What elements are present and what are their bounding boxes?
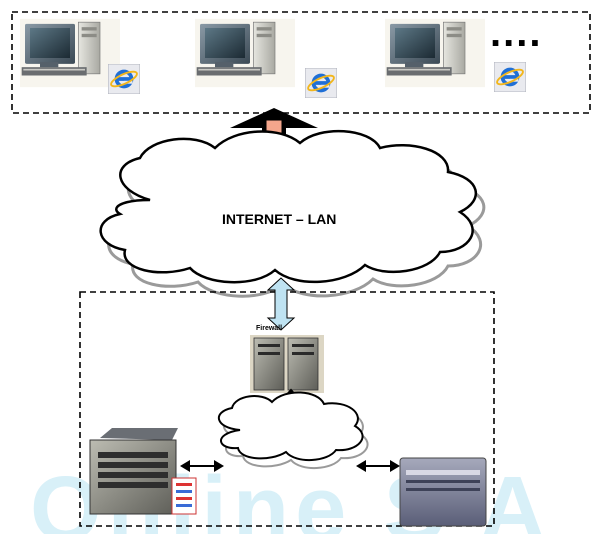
client-pc-1 [20, 18, 120, 88]
firewall-label: Firewall [256, 325, 282, 332]
firewall-server-icon [250, 335, 324, 393]
server-group-border [79, 291, 495, 527]
client-pc-2 [195, 18, 295, 88]
lan-database-double-arrow [356, 460, 400, 472]
inner-lan-cloud [217, 391, 364, 462]
cloud-label: INTERNET – LAN [222, 211, 336, 227]
internet-firewall-double-arrow [266, 277, 296, 331]
script-document-icon [171, 477, 197, 515]
ie-browser-icon [305, 68, 337, 98]
ie-browser-icon [494, 62, 526, 92]
lan-webserver-double-arrow [180, 460, 224, 472]
internet-cloud [99, 129, 478, 284]
ie-browser-icon [108, 64, 140, 94]
client-pc-3 [385, 18, 485, 88]
web-server-icon [89, 428, 178, 515]
more-clients-indicator: .... [490, 11, 542, 55]
database-server-icon [399, 457, 487, 527]
